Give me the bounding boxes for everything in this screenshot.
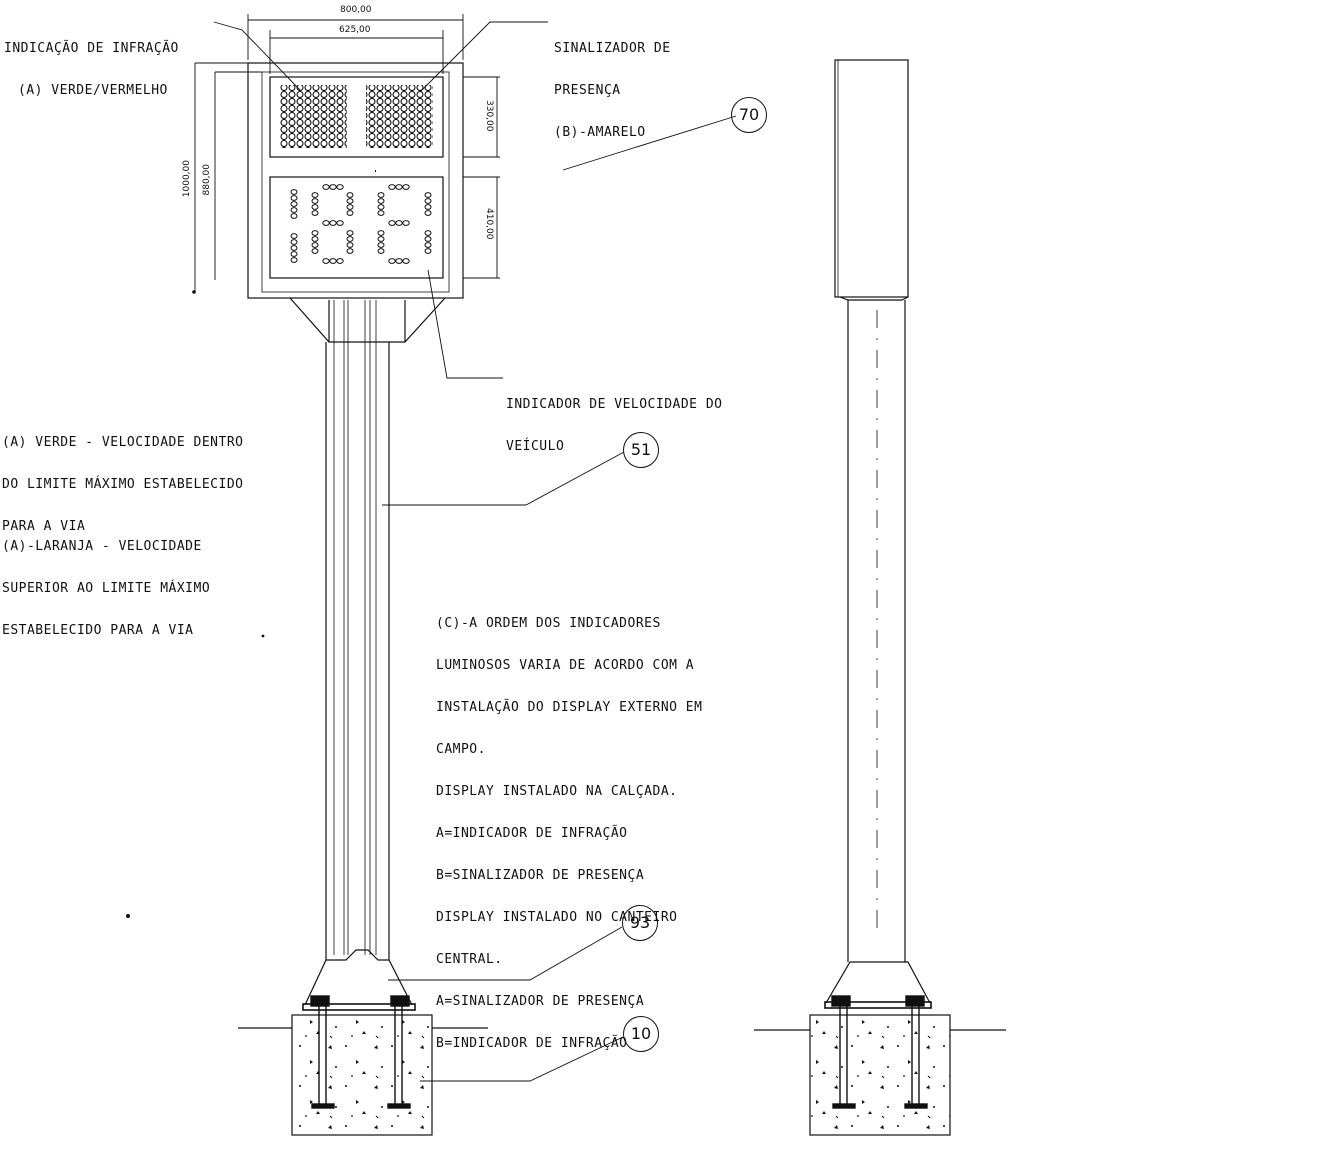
display-housing-inner <box>261 71 450 293</box>
speed-panel <box>269 176 444 279</box>
side-housing <box>834 59 909 298</box>
side-gusset <box>825 961 931 1004</box>
balloon-70: 70 <box>731 97 767 133</box>
base-plate <box>302 1003 416 1011</box>
pole-front <box>325 300 390 960</box>
led-matrix-a <box>280 85 347 148</box>
legend-orange-line1: (A)-LARANJA - VELOCIDADE <box>2 539 202 554</box>
dim-outer-width: 800,00 <box>340 5 372 15</box>
legend-orange-line2: SUPERIOR AO LIMITE MÁXIMO <box>2 581 211 596</box>
dimension-lines <box>194 14 500 292</box>
concrete-foundation <box>291 1014 433 1136</box>
side-anchor-bolts <box>831 995 928 1109</box>
display-housing <box>247 62 464 299</box>
note-line: CENTRAL. <box>436 952 503 967</box>
presence-label-line3: (B)-AMARELO <box>554 125 646 140</box>
note-line: (C)-A ORDEM DOS INDICADORES <box>436 616 661 631</box>
dim-inner-width: 625,00 <box>339 25 371 35</box>
note-line: A=SINALIZADOR DE PRESENÇA <box>436 994 645 1009</box>
speed-label-line2: VEÍCULO <box>506 439 565 454</box>
balloon-93: 93 <box>622 905 658 941</box>
balloon-51: 51 <box>623 432 659 468</box>
leader-lines <box>213 21 737 1082</box>
note-line: DISPLAY INSTALADO NO CANTEIRO <box>436 910 678 925</box>
side-foundation <box>809 1014 951 1136</box>
balloon-10: 10 <box>623 1016 659 1052</box>
infraction-label: INDICAÇÃO DE INFRAÇÃO (A) VERDE/VERMELHO <box>4 14 179 112</box>
note-line: CAMPO. <box>436 742 486 757</box>
presence-panel <box>269 76 444 158</box>
legend-orange-line3: ESTABELECIDO PARA A VIA <box>2 623 194 638</box>
dim-top-panel: 330,00 <box>484 100 494 132</box>
led-matrix-b <box>366 85 433 148</box>
base-gusset <box>304 949 413 1006</box>
legend-green-line2: DO LIMITE MÁXIMO ESTABELECIDO <box>2 477 244 492</box>
note-line: B=INDICADOR DE INFRAÇÃO <box>436 1036 628 1051</box>
infraction-label-line2: (A) VERDE/VERMELHO <box>18 83 168 98</box>
side-base-plate <box>824 1001 932 1009</box>
installation-notes: (C)-A ORDEM DOS INDICADORES LUMINOSOS VA… <box>436 589 702 1065</box>
dim-bottom-panel: 410,00 <box>484 208 494 240</box>
note-line: INSTALAÇÃO DO DISPLAY EXTERNO EM <box>436 700 703 715</box>
speed-label-line1: INDICADOR DE VELOCIDADE DO <box>506 397 723 412</box>
presence-label-line2: PRESENÇA <box>554 83 621 98</box>
speed-indicator-label: INDICADOR DE VELOCIDADE DO VEÍCULO <box>506 370 723 468</box>
speed-digits <box>290 184 432 264</box>
presence-label-line1: SINALIZADOR DE <box>554 41 671 56</box>
note-line: A=INDICADOR DE INFRAÇÃO <box>436 826 628 841</box>
legend-green: (A) VERDE - VELOCIDADE DENTRO DO LIMITE … <box>2 408 243 548</box>
note-line: LUMINOSOS VARIA DE ACORDO COM A <box>436 658 695 673</box>
dim-outer-height: 1000,00 <box>182 160 192 198</box>
legend-green-line1: (A) VERDE - VELOCIDADE DENTRO <box>2 435 244 450</box>
presence-label: SINALIZADOR DE PRESENÇA (B)-AMARELO <box>554 14 671 154</box>
pole-side <box>847 300 906 962</box>
note-line: DISPLAY INSTALADO NA CALÇADA. <box>436 784 678 799</box>
top-bracket <box>289 297 446 343</box>
note-line: B=SINALIZADOR DE PRESENÇA <box>436 868 645 883</box>
anchor-bolts <box>310 995 411 1109</box>
legend-orange: (A)-LARANJA - VELOCIDADE SUPERIOR AO LIM… <box>2 512 210 652</box>
side-bracket <box>839 296 909 301</box>
dim-inner-height: 880,00 <box>202 164 212 196</box>
infraction-label-line1: INDICAÇÃO DE INFRAÇÃO <box>4 41 179 56</box>
legend-green-line3: PARA A VIA <box>2 519 86 534</box>
